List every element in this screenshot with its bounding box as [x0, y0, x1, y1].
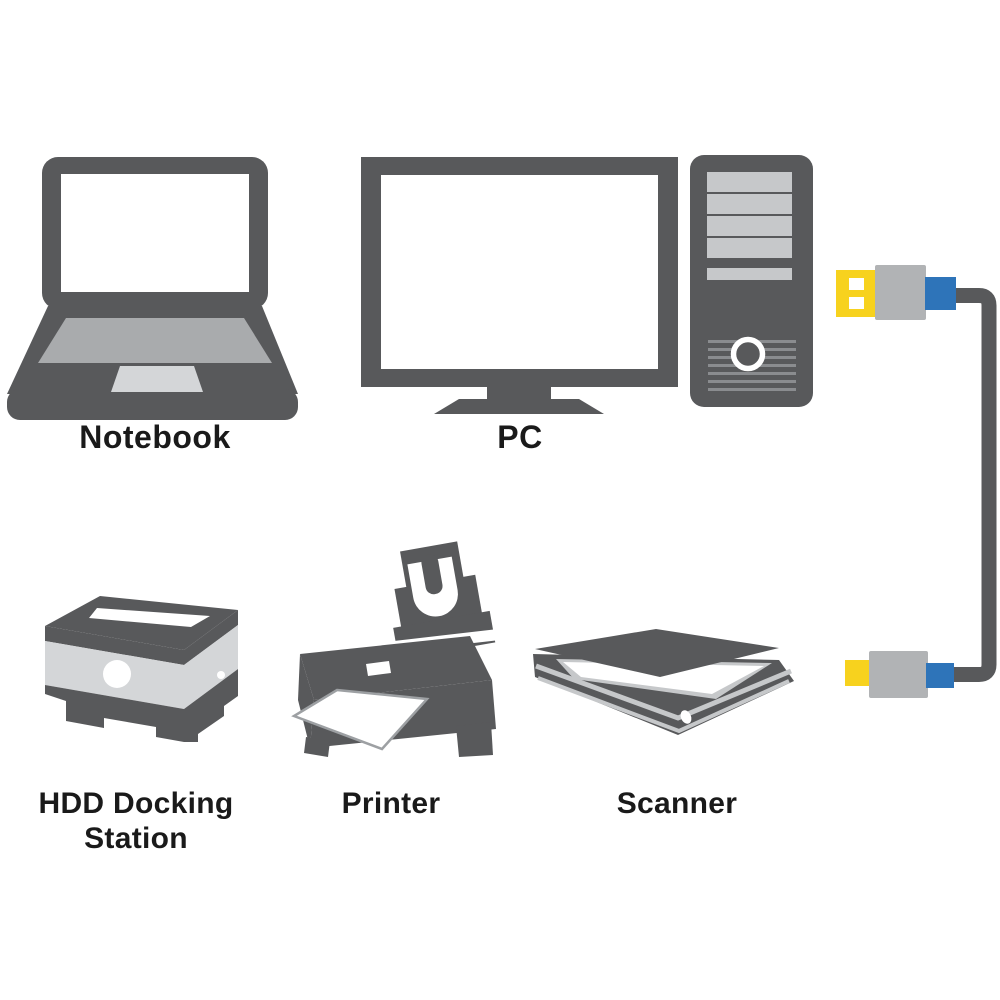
- label-hdd-docking-station: HDD Docking Station: [36, 786, 236, 856]
- usb-cable: [951, 288, 997, 682]
- printer-status-window: [366, 661, 391, 676]
- dock-button-icon: [103, 660, 131, 688]
- usb-contact-hole: [849, 278, 864, 290]
- label-scanner: Scanner: [616, 787, 738, 820]
- printer-foot: [456, 722, 493, 757]
- scanner-lid: [535, 629, 779, 677]
- usb-plug-body: [875, 265, 926, 320]
- dock-lid-edge: [184, 610, 238, 665]
- usb-plug-body: [869, 651, 928, 698]
- dock-body-side: [184, 625, 238, 709]
- scanner-trim-stripe: [537, 676, 790, 734]
- tower-drive-bay: [707, 194, 792, 214]
- dock-lid-top: [45, 596, 238, 650]
- printer-paper-tray: [393, 541, 496, 660]
- label-printer: Printer: [341, 787, 441, 820]
- usb-strain-relief: [925, 277, 956, 310]
- tray-tab: [421, 554, 443, 595]
- usb-plug-tip: [836, 270, 876, 317]
- desktop-pc-icon: [361, 155, 813, 414]
- usb-strain-relief: [926, 663, 954, 688]
- laptop-icon: [7, 157, 298, 420]
- tower-drive-bay: [707, 238, 792, 258]
- usb-plug-bottom: [845, 651, 954, 698]
- label-line: Station: [84, 822, 188, 855]
- scanner-trim-stripe: [535, 663, 792, 721]
- monitor-neck: [487, 387, 551, 401]
- label-line: HDD Docking: [38, 787, 234, 820]
- hdd-docking-station-icon: [45, 596, 238, 742]
- laptop-keyboard-deck: [38, 318, 272, 363]
- usb-plug-top: [836, 265, 956, 320]
- printer-foot: [304, 737, 330, 757]
- laptop-screen: [61, 174, 249, 292]
- printer-body-left: [298, 654, 314, 748]
- printer-output-paper: [291, 688, 430, 751]
- monitor-stand: [434, 399, 604, 414]
- laptop-bottom-bar: [7, 389, 298, 420]
- dock-lid-edge: [45, 626, 184, 665]
- power-button-icon: [730, 336, 766, 372]
- printer-icon: [291, 541, 500, 757]
- label-pc: PC: [497, 419, 543, 455]
- usb-plug-tip: [845, 660, 872, 686]
- dock-base-side: [184, 669, 238, 742]
- printer-body-top: [300, 636, 492, 700]
- dock-port-dot: [217, 671, 225, 679]
- usb-contact-hole: [849, 297, 864, 309]
- scanner-button-icon: [680, 710, 692, 724]
- tower-drive-bay: [707, 172, 792, 192]
- monitor-screen: [381, 175, 658, 369]
- laptop-touchpad: [111, 366, 203, 392]
- dock-base: [45, 685, 184, 742]
- scanner-glass: [563, 662, 764, 694]
- tower-drive-bay: [707, 216, 792, 236]
- tower-slot-bar: [707, 268, 792, 280]
- scanner-icon: [533, 629, 794, 735]
- dock-drive-slot: [89, 608, 210, 627]
- label-notebook: Notebook: [79, 419, 231, 455]
